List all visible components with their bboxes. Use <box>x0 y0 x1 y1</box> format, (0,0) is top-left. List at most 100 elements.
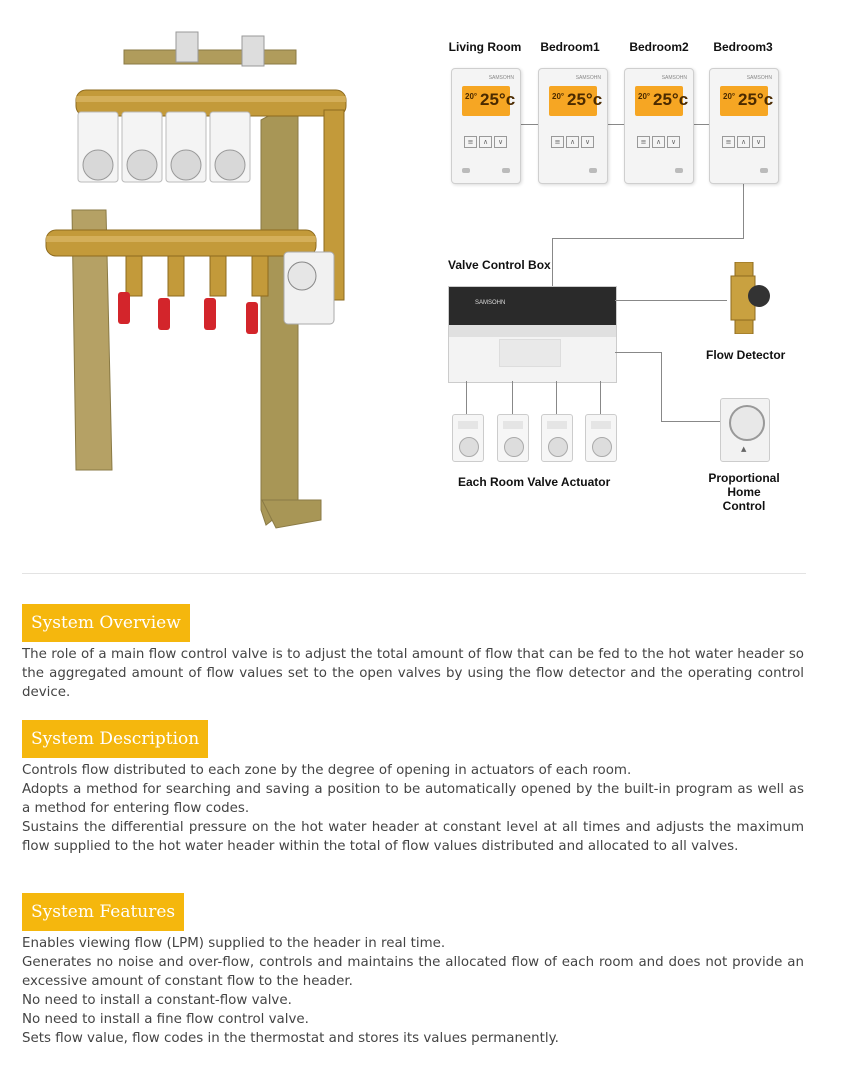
thermostat-display: 20° 25°c <box>720 86 773 116</box>
connector-line <box>693 124 709 125</box>
down-arrow-icon: ∨ <box>494 136 507 148</box>
proportional-control-label-line1: Proportional <box>708 471 780 485</box>
actuator-knob-icon <box>548 437 568 457</box>
connector-line <box>512 381 513 414</box>
body-line: No need to install a fine flow control v… <box>22 1012 309 1027</box>
menu-button-icon: ≡ <box>722 136 735 148</box>
actuator-knob-icon <box>592 437 612 457</box>
room-label-living-room: Living Room <box>448 40 522 54</box>
connector-line <box>520 124 538 125</box>
section-body-system-description: Controls flow distributed to each zone b… <box>22 761 804 856</box>
section-divider <box>22 573 806 574</box>
valve-actuator <box>497 414 529 462</box>
thermostat-display: 20° 25°c <box>462 86 515 116</box>
thermostat-bedroom3: SAMSOHN 20° 25°c ≡∧∨ <box>709 68 779 184</box>
manifold-product-image <box>45 31 347 529</box>
proportional-home-control: ▲ <box>720 398 770 462</box>
indicator-icon <box>589 168 597 173</box>
flow-detector-label: Flow Detector <box>706 348 786 362</box>
section-title-system-description: System Description <box>22 720 209 758</box>
menu-button-icon: ≡ <box>464 136 477 148</box>
flow-detector-icon <box>730 262 770 334</box>
menu-button-icon: ≡ <box>551 136 564 148</box>
body-line: No need to install a constant-flow valve… <box>22 993 292 1008</box>
thermostat-current-temp: 20° <box>638 92 651 101</box>
thermostat-current-temp: 20° <box>552 92 565 101</box>
thermostat-current-temp: 20° <box>723 92 736 101</box>
actuator-knob-icon <box>504 437 524 457</box>
body-line: The role of a main flow control valve is… <box>22 647 804 700</box>
thermostat-buttons: ≡∧∨ <box>551 129 596 148</box>
indicator-icon <box>462 168 470 173</box>
down-arrow-icon: ∨ <box>667 136 680 148</box>
thermostat-set-temp: 25°c <box>653 90 689 109</box>
connector-line <box>600 381 601 414</box>
body-line: Sets flow value, flow codes in the therm… <box>22 1031 559 1046</box>
thermostat-set-temp: 25°c <box>480 90 516 109</box>
thermostat-buttons: ≡∧∨ <box>637 129 682 148</box>
thermostat-set-temp: 25°c <box>738 90 774 109</box>
section-body-system-features: Enables viewing flow (LPM) supplied to t… <box>22 934 804 1048</box>
connector-line <box>743 183 744 238</box>
actuator-label-plate <box>503 421 523 429</box>
connector-line <box>466 381 467 414</box>
valve-control-box: SAMSOHN <box>448 286 617 383</box>
actuator-label-plate <box>458 421 478 429</box>
room-label-bedroom1: Bedroom1 <box>540 40 600 54</box>
thermostat-brand: SAMSOHN <box>575 75 601 81</box>
connector-line <box>552 238 744 239</box>
thermostat-brand: SAMSOHN <box>661 75 687 81</box>
control-box-vent <box>499 339 561 367</box>
thermostat-brand: SAMSOHN <box>488 75 514 81</box>
thermostat-buttons: ≡∧∨ <box>464 129 509 148</box>
dial-icon <box>729 405 765 441</box>
indicator-icon <box>675 168 683 173</box>
control-box-front-panel: SAMSOHN <box>449 287 616 325</box>
body-line: Controls flow distributed to each zone b… <box>22 763 632 778</box>
actuator-label-plate <box>547 421 567 429</box>
indicator-icon <box>502 168 510 173</box>
thermostat-display: 20° 25°c <box>635 86 688 116</box>
thermostat-buttons: ≡∧∨ <box>722 129 767 148</box>
body-line: Generates no noise and over-flow, contro… <box>22 955 804 989</box>
actuator-knob-icon <box>459 437 479 457</box>
thermostat-living-room: SAMSOHN 20° 25°c ≡∧∨ <box>451 68 521 184</box>
section-body-system-overview: The role of a main flow control valve is… <box>22 645 804 702</box>
body-line: Adopts a method for searching and saving… <box>22 782 804 816</box>
connector-line <box>607 124 624 125</box>
connector-line <box>661 421 720 422</box>
actuator-label-plate <box>591 421 611 429</box>
thermostat-current-temp: 20° <box>465 92 478 101</box>
body-line: Sustains the differential pressure on th… <box>22 820 804 854</box>
valve-control-box-label: Valve Control Box <box>448 258 551 272</box>
connector-line <box>661 352 662 422</box>
thermostat-brand: SAMSOHN <box>746 75 772 81</box>
valve-actuator <box>541 414 573 462</box>
valve-actuator-label: Each Room Valve Actuator <box>458 475 611 489</box>
control-box-brand: SAMSOHN <box>475 300 506 306</box>
connector-line <box>615 300 727 301</box>
up-arrow-icon: ∧ <box>479 136 492 148</box>
valve-actuator <box>452 414 484 462</box>
up-arrow-icon: ∧ <box>566 136 579 148</box>
valve-actuator <box>585 414 617 462</box>
connector-line <box>552 238 553 286</box>
thermostat-display: 20° 25°c <box>549 86 602 116</box>
control-box-strip <box>449 325 616 337</box>
thermostat-bedroom1: SAMSOHN 20° 25°c ≡∧∨ <box>538 68 608 184</box>
up-arrow-icon: ∧ <box>737 136 750 148</box>
down-arrow-icon: ∨ <box>581 136 594 148</box>
connector-line <box>615 352 662 353</box>
menu-button-icon: ≡ <box>637 136 650 148</box>
thermostat-bedroom2: SAMSOHN 20° 25°c ≡∧∨ <box>624 68 694 184</box>
up-arrow-icon: ∧ <box>652 136 665 148</box>
body-line: Enables viewing flow (LPM) supplied to t… <box>22 936 446 951</box>
proportional-control-label-line2: Home Control <box>722 485 766 513</box>
arrow-icon: ▲ <box>741 445 747 453</box>
down-arrow-icon: ∨ <box>752 136 765 148</box>
thermostat-set-temp: 25°c <box>567 90 603 109</box>
room-label-bedroom3: Bedroom3 <box>713 40 773 54</box>
connector-line <box>556 381 557 414</box>
room-label-bedroom2: Bedroom2 <box>629 40 689 54</box>
indicator-icon <box>760 168 768 173</box>
